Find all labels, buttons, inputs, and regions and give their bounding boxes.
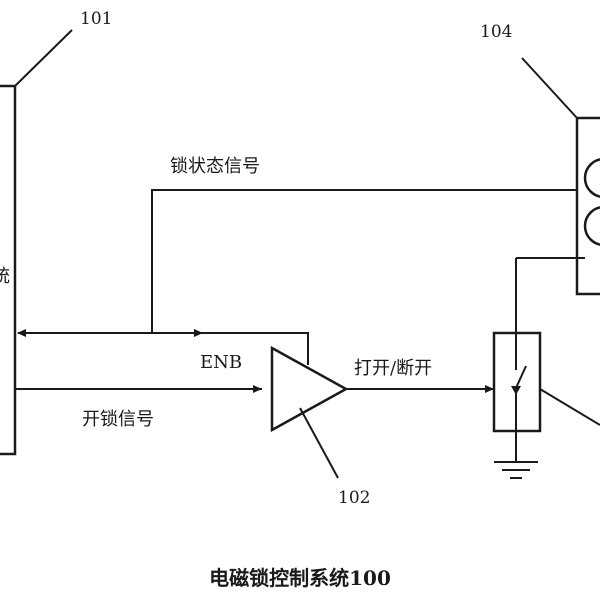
ground-icon [494, 461, 538, 479]
controller-block: 统 [0, 84, 17, 456]
unlock-signal-label: 开锁信号 [82, 409, 154, 430]
enable-label: ENB [200, 352, 242, 373]
controller-label-partial: 统 [0, 266, 10, 287]
lock-status-line [151, 189, 583, 333]
controller-ref-leader [14, 29, 73, 87]
buffer-triangle [270, 345, 349, 433]
diagram-caption: 电磁锁控制系统100 [209, 566, 391, 590]
switch-block [492, 258, 542, 462]
lock-block [575, 116, 600, 296]
open-close-label: 打开/断开 [354, 358, 432, 379]
lock-ref-leader [521, 57, 578, 119]
switch-ref-leader [539, 388, 600, 426]
buffer-ref: 102 [338, 488, 370, 508]
controller-ref: 101 [80, 9, 112, 29]
buffer-ref-leader [299, 407, 339, 479]
lock-ref: 104 [480, 22, 512, 42]
lock-status-label: 锁状态信号 [170, 156, 260, 177]
enable-line [203, 332, 309, 365]
